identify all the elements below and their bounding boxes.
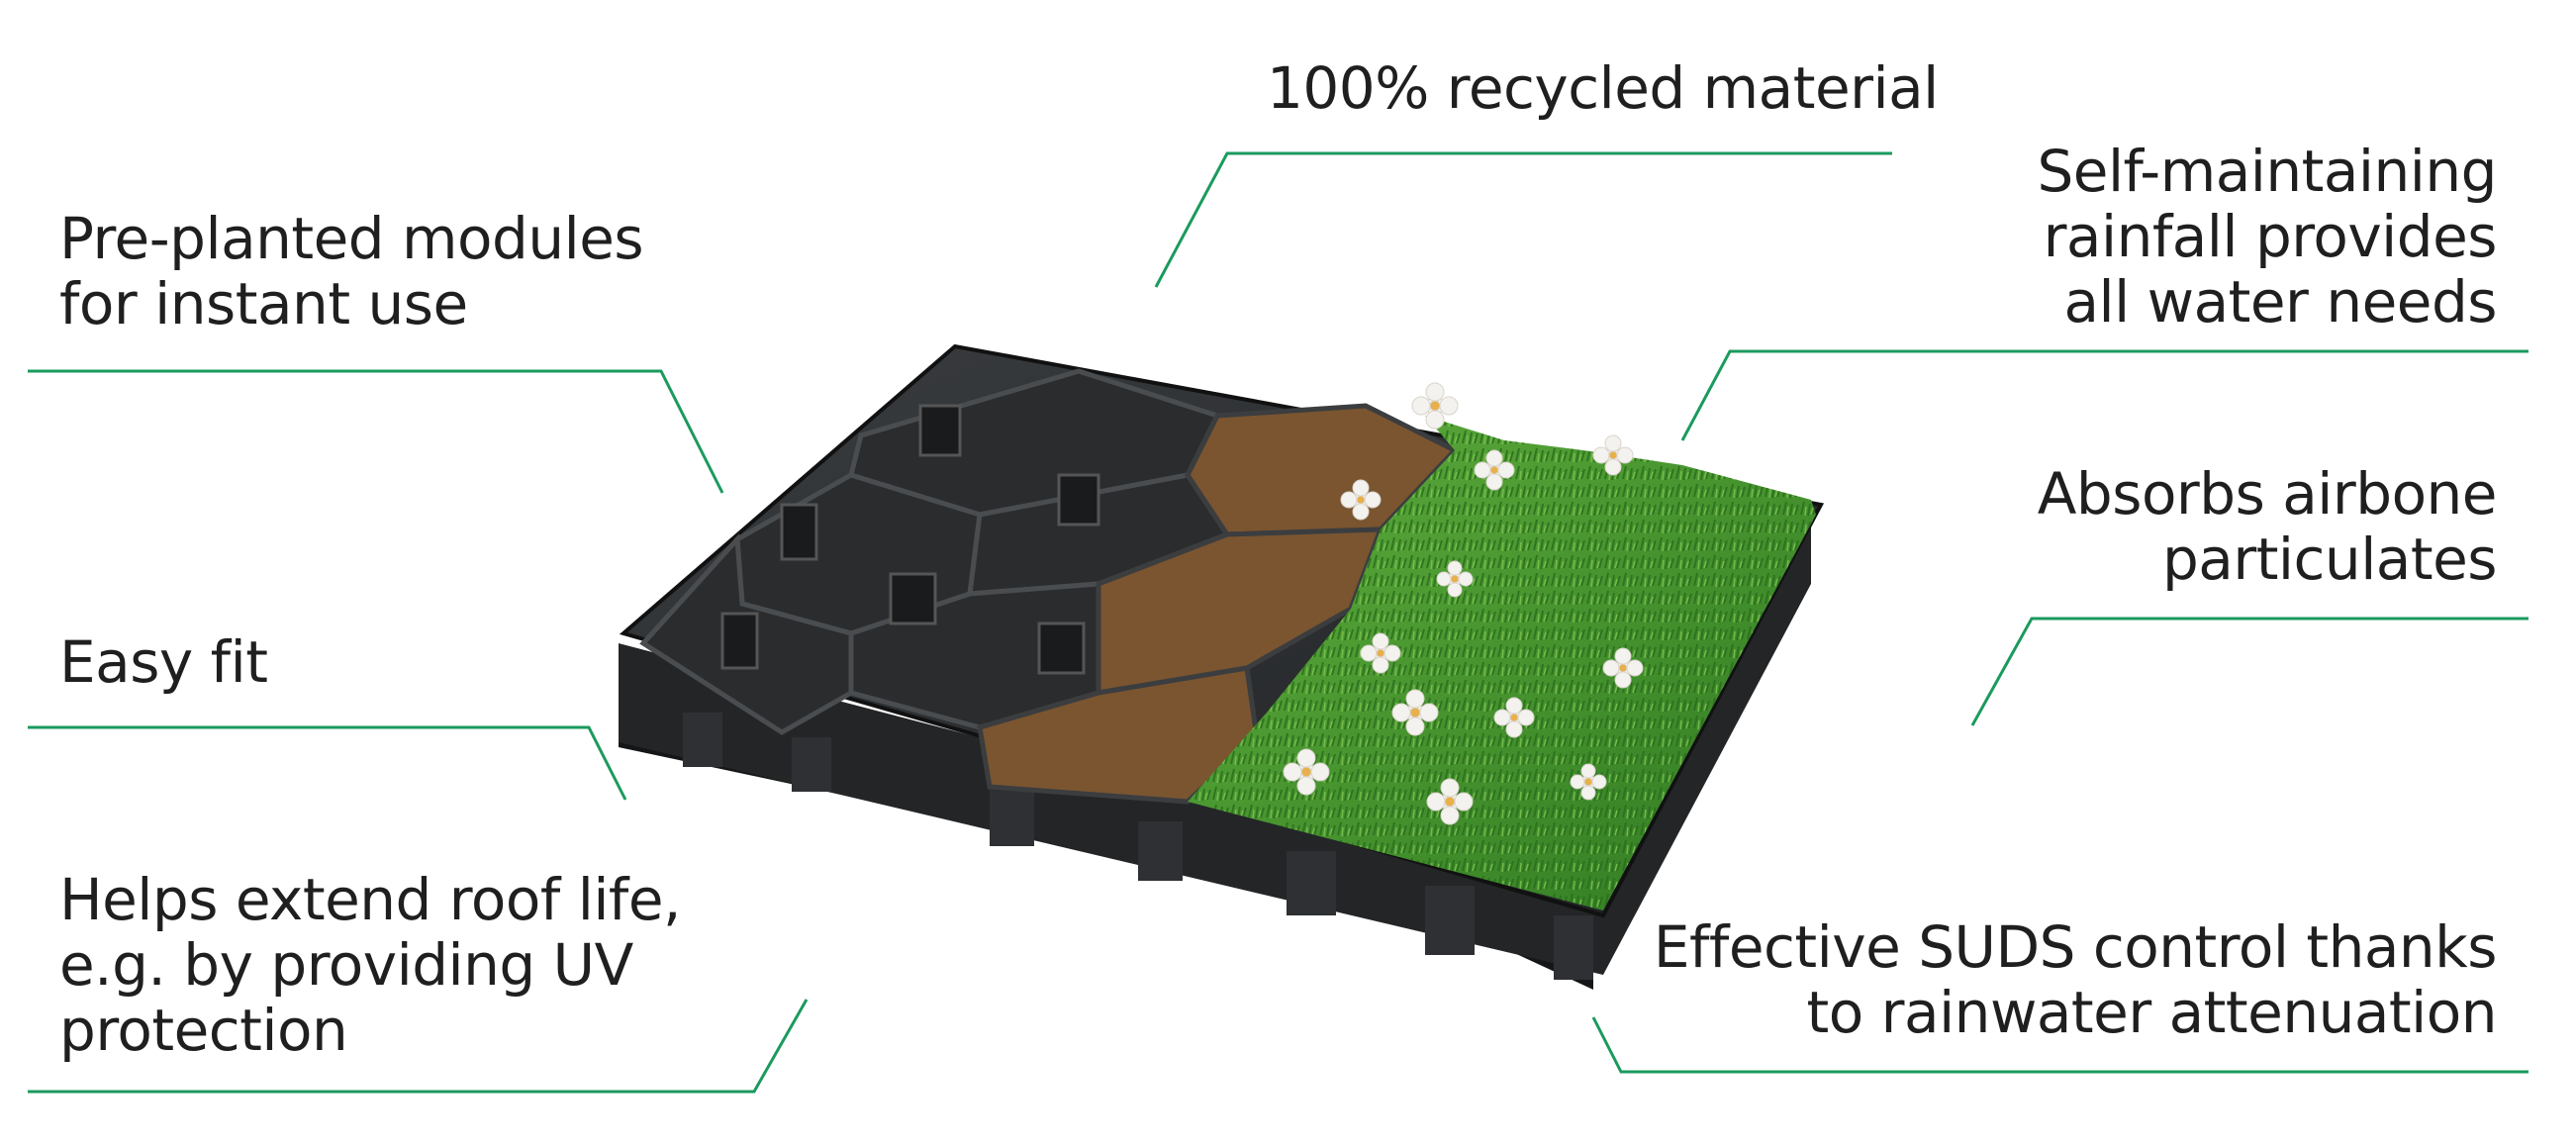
label-line: Self-maintaining	[2037, 138, 2497, 205]
label-line: Easy fit	[59, 628, 268, 696]
label-self-maintaining: Self-maintaining rainfall provides all w…	[2037, 139, 2497, 335]
leader-roof-life	[28, 999, 809, 1094]
tray-posts	[720, 404, 1100, 675]
label-line: particulates	[2161, 526, 2498, 593]
label-line: Pre-planted modules	[59, 205, 644, 272]
label-line: for instant use	[59, 270, 468, 337]
label-suds: Effective SUDS control thanks to rainwat…	[1653, 913, 2498, 1046]
leader-suds	[1591, 1016, 2528, 1074]
leader-self-maintaining	[1680, 349, 2528, 441]
leader-recycled	[1154, 151, 1892, 288]
label-line: protection	[59, 997, 348, 1064]
label-recycled-material: 100% recycled material	[1267, 55, 1939, 121]
label-line: all water needs	[2063, 268, 2497, 335]
label-pre-planted: Pre-planted modules for instant use	[59, 205, 644, 337]
label-line: e.g. by providing UV	[59, 931, 633, 999]
label-line: Helps extend roof life,	[59, 866, 681, 933]
tray-base	[619, 505, 1811, 990]
leader-absorbs	[1970, 617, 2528, 726]
label-line: rainfall provides	[2043, 203, 2498, 270]
soil-cells	[977, 403, 1460, 805]
label-easy-fit: Easy fit	[59, 628, 268, 696]
label-line: Absorbs airbone	[2037, 460, 2498, 527]
leader-preplanted	[28, 369, 724, 494]
label-absorbs: Absorbs airbone particulates	[2037, 460, 2498, 593]
label-line: 100% recycled material	[1267, 54, 1939, 122]
leader-easy-fit	[28, 725, 627, 801]
flowers	[1283, 382, 1644, 825]
label-line: Effective SUDS control thanks	[1653, 913, 2498, 981]
label-line: to rainwater attenuation	[1806, 979, 2498, 1046]
label-roof-life: Helps extend roof life, e.g. by providin…	[59, 867, 681, 1063]
